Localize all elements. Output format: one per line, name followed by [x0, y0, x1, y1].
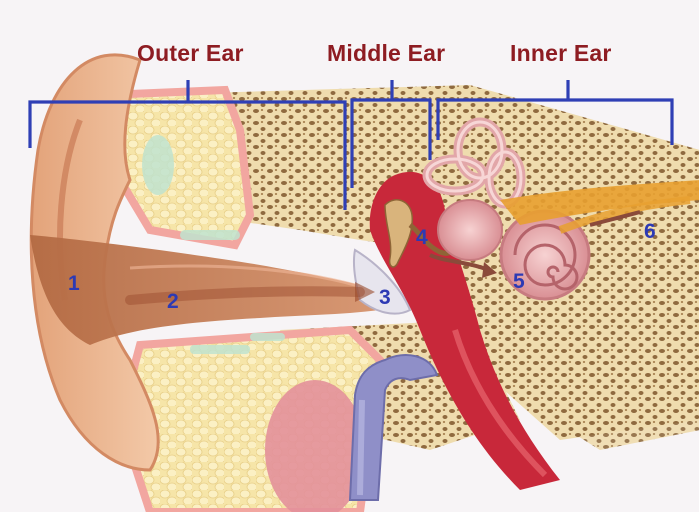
marker-1: 1 [68, 272, 80, 296]
marker-2: 2 [167, 290, 179, 314]
marker-5: 5 [513, 270, 525, 294]
inner-ear-label: Inner Ear [510, 40, 612, 67]
middle-ear-label: Middle Ear [327, 40, 445, 67]
outer-ear-label: Outer Ear [137, 40, 244, 67]
marker-4: 4 [416, 226, 428, 250]
marker-3: 3 [379, 286, 391, 310]
marker-6: 6 [644, 220, 656, 244]
